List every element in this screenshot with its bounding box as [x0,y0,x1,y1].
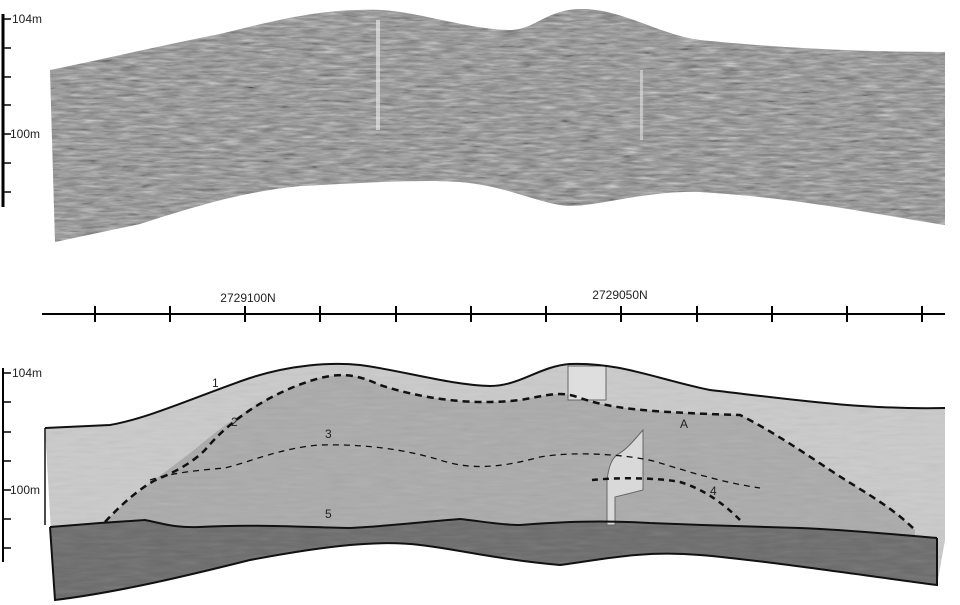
northing-label-2729100: 2729100N [220,291,275,305]
unit-label-1: 1 [212,376,219,390]
northing-scale: 2729100N 2729050N [42,288,945,322]
dashed-boundary-4 [591,477,741,521]
top-depth-label-100: 100m [10,127,40,141]
top-depth-label-104: 104m [12,12,42,26]
unit-label-2: 2 [231,415,238,429]
unit-labels: 1 2 3 5 A 4 [212,376,717,521]
dashed-boundary-2 [104,373,916,531]
unit-5-bottom-line [49,526,938,602]
top-depth-scale: 104m 100m [1,12,42,207]
unit-label-a: A [680,417,688,431]
northing-label-2729050: 2729050N [592,288,647,302]
bottom-depth-label-104: 104m [12,366,42,380]
unit-label-4: 4 [710,484,717,498]
unit-5-top-line [49,517,938,539]
unit-label-3: 3 [325,427,332,441]
ground-surface-line [44,362,946,429]
unit-label-5: 5 [325,507,332,521]
near-surface-block [567,365,607,401]
interpretation-lines [44,362,946,602]
dashed-boundary-3 [149,444,761,489]
bottom-depth-label-100: 100m [10,483,40,497]
top-radargram [50,8,945,243]
bottom-depth-scale: 104m 100m [2,366,42,562]
